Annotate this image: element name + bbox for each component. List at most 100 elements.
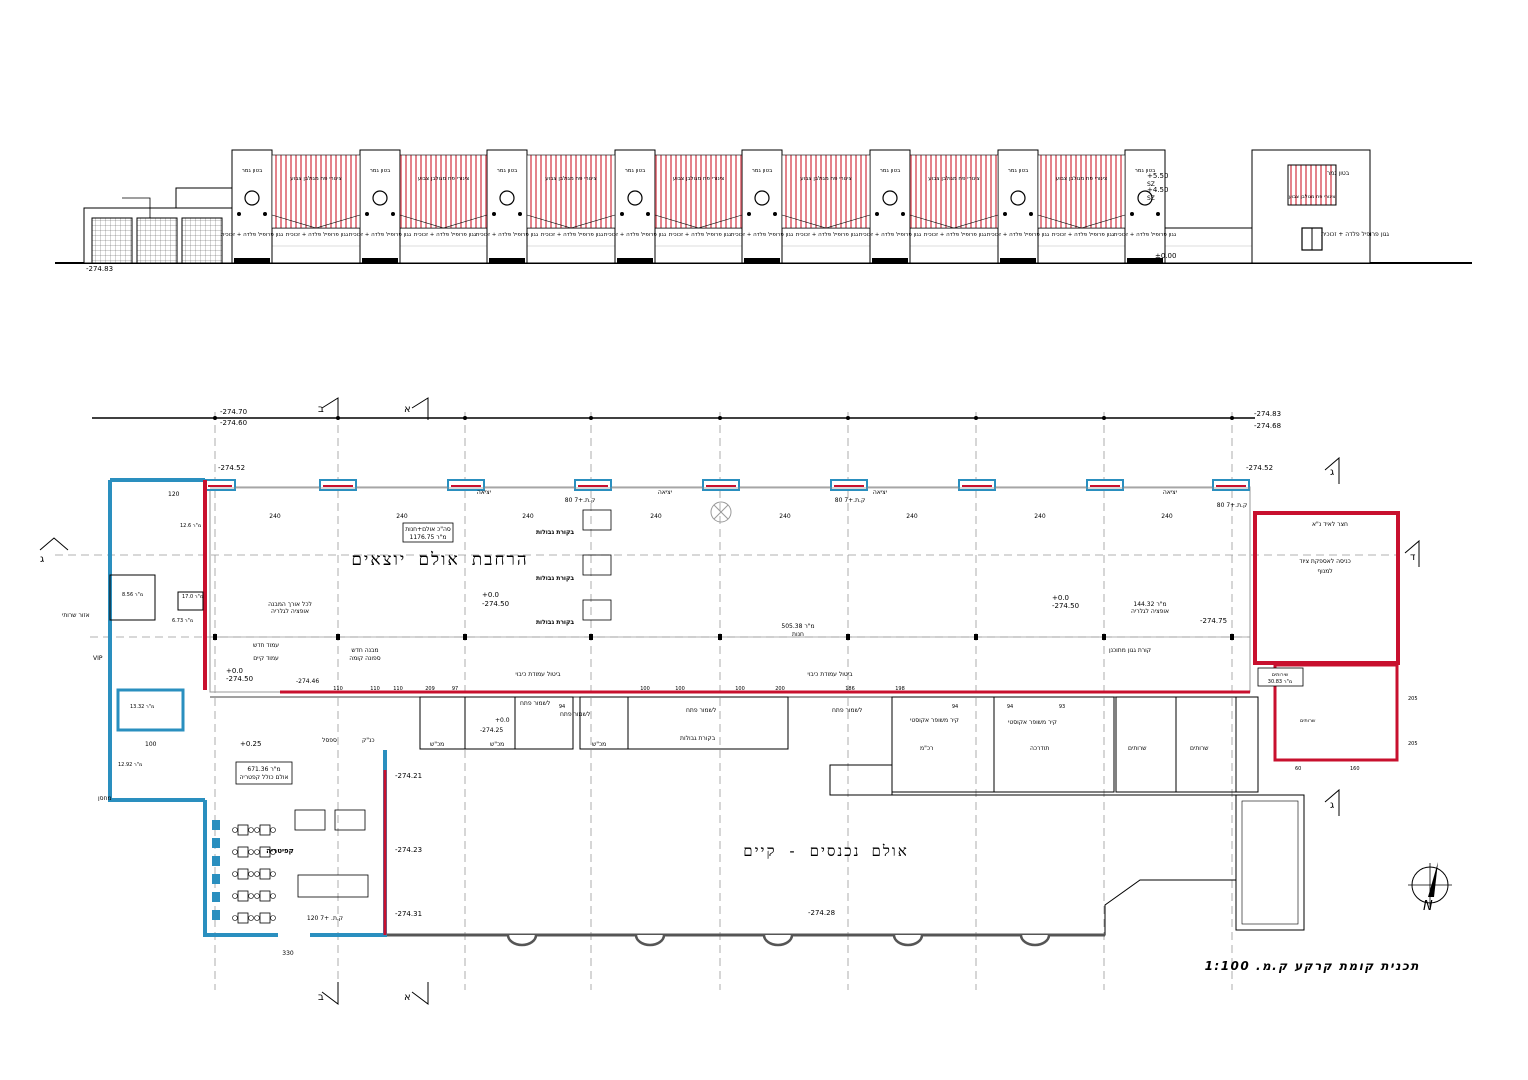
section-marker-g-right-bottom: ג: [1324, 788, 1340, 816]
level-top-right-2: -274.68: [1254, 422, 1281, 430]
svg-text:לכל אורך המבנה: לכל אורך המבנה: [268, 601, 312, 608]
cafe-wall-seat: [212, 838, 220, 848]
svg-text:120 ק.ת. +7: 120 ק.ת. +7: [307, 915, 343, 922]
north-arrow: N: [1408, 862, 1452, 914]
svg-text:-274.50: -274.50: [482, 600, 509, 608]
elevation-panel-bracing: [654, 214, 743, 229]
svg-text:מ"ר 12.92: מ"ר 12.92: [118, 762, 142, 768]
svg-text:ספונה קומה: ספונה קומה: [349, 655, 380, 662]
svg-text:א: א: [404, 404, 411, 415]
svg-text:-274.46: -274.46: [296, 678, 319, 685]
corridor-dimension: 94: [952, 704, 958, 710]
axis-tick: [1230, 416, 1234, 420]
elevation-pier-base: [744, 258, 780, 263]
svg-text:גגון פרופיל פלדה + זכוכית: גגון פרופיל פלדה + זכוכית: [1321, 231, 1389, 238]
cafe-booth: [294, 809, 326, 831]
svg-text:+0.0: +0.0: [226, 667, 243, 675]
bay-dimension: 240: [1034, 513, 1046, 520]
axis-tick: [589, 416, 593, 420]
elevation-pier-label: בטון גמר: [880, 168, 901, 174]
section-marker-g-right-top: ג: [1324, 456, 1340, 484]
elevation-pier-bolt: [773, 212, 777, 216]
elevation-striped-panel: [399, 154, 488, 229]
elevation-pier: [614, 149, 656, 264]
cafe-chair: [232, 915, 238, 921]
cafe-chair: [232, 871, 238, 877]
svg-text:שרותים: שרותים: [1300, 718, 1316, 724]
elevation-panel-bracing: [781, 214, 871, 229]
cafeteria-furniture: [212, 809, 369, 924]
svg-text:160: 160: [1350, 766, 1360, 772]
svg-text:עמוד חדש: עמוד חדש: [253, 642, 279, 649]
cafe-wall-seat: [212, 820, 220, 830]
elevation-level-sz2: SZ: [1147, 195, 1155, 202]
axis-tick: [463, 416, 467, 420]
svg-text:צינורי פח מגולבן צבוע: צינורי פח מגולבן צבוע: [1289, 194, 1336, 200]
elevation-panel-bracing: [399, 214, 488, 229]
departures-hall-label: הרחבת אולם יוצאים: [351, 550, 528, 570]
cafe-wall-seat: [212, 856, 220, 866]
elevation-base-label: גגון פרופיל פלדה + זכוכית: [476, 231, 539, 238]
arrivals-hall: אולם נכנסים - קיים -274.28: [384, 750, 1305, 937]
elevation-striped-panel: [909, 154, 999, 229]
elevation-pier-bolt: [1130, 212, 1134, 216]
svg-text:עמוד קיים: עמוד קיים: [253, 655, 279, 662]
svg-text:בקורת גבולות: בקורת גבולות: [536, 529, 574, 536]
corridor-dimension: 200: [775, 686, 785, 692]
elevation-pier-porthole: [627, 190, 643, 206]
bay-window: [762, 934, 794, 947]
svg-text:מ"ר 6.73: מ"ר 6.73: [172, 618, 193, 624]
elevation-base-label: גגון פרופיל פלדה + זכוכית: [924, 231, 987, 238]
level-left-gate: -274.52: [218, 464, 245, 472]
svg-text:1176.75 מ"ר: 1176.75 מ"ר: [410, 534, 447, 541]
elevation-level-a: +5.50: [1147, 172, 1168, 180]
level-top-left-2: -274.60: [220, 419, 247, 427]
svg-text:מ"ר 30.83: מ"ר 30.83: [1268, 679, 1292, 685]
exit-label-2: יציאה: [658, 489, 672, 496]
svg-text:שירותים: שירותים: [1272, 672, 1289, 678]
svg-text:VIP: VIP: [93, 655, 103, 662]
elevation-pier-porthole: [244, 190, 260, 206]
structural-column: [718, 634, 722, 640]
svg-text:ג: ג: [1330, 467, 1334, 478]
elevation-pier: [869, 149, 911, 264]
level-right-gate: -274.52: [1246, 464, 1273, 472]
elevation-pier-label: בטון גמר: [242, 168, 263, 174]
corridor-dimension: 97: [452, 686, 458, 692]
section-marker-d-right: ד: [1404, 539, 1420, 567]
elevation-base-label: גגון פרופיל פלדה + זכוכית: [669, 231, 732, 238]
elevation-base-label: גגון פרופיל פלדה + זכוכית: [1114, 231, 1177, 238]
svg-text:120: 120: [168, 491, 180, 498]
svg-text:330: 330: [282, 950, 294, 957]
cafe-table: [237, 868, 249, 880]
corridor-dimension: 100: [735, 686, 745, 692]
elevation-pier-base: [489, 258, 525, 263]
svg-text:מ"ר 17.0: מ"ר 17.0: [182, 594, 203, 600]
section-marker-b-top: ב: [318, 397, 339, 420]
svg-text:671.36 מ"ר: 671.36 מ"ר: [247, 766, 280, 773]
section-marker-b-bottom: ב: [318, 982, 339, 1005]
svg-text:-274.21: -274.21: [395, 772, 422, 780]
elevation-panel-label: צינורי פח מגולבן צבוע: [545, 175, 597, 182]
svg-text:-274.50: -274.50: [1052, 602, 1079, 610]
area-box-1: סה"כ אולם+חנות 1176.75 מ"ר: [402, 522, 454, 543]
elevation-base-label: גגון פרופיל פלדה + זכוכית: [987, 231, 1050, 238]
svg-text:קיר משופר אקוסטי: קיר משופר אקוסטי: [910, 717, 959, 724]
elevation-pier-label: בטון גמר: [370, 168, 391, 174]
elevation-level-sz1: SZ: [1147, 181, 1155, 188]
svg-text:חנות: חנות: [792, 631, 804, 638]
elevation-pier: [486, 149, 528, 264]
svg-text:-274.23: -274.23: [395, 846, 422, 854]
cafe-chair: [248, 893, 254, 899]
svg-text:מכ"ש: מכ"ש: [490, 741, 504, 748]
elevation-pier-porthole: [754, 190, 770, 206]
bay-dimension: 240: [779, 513, 791, 520]
cafe-table: [259, 824, 271, 836]
svg-text:ג: ג: [40, 554, 44, 565]
svg-text:א: א: [404, 992, 411, 1003]
cafe-chair: [248, 849, 254, 855]
